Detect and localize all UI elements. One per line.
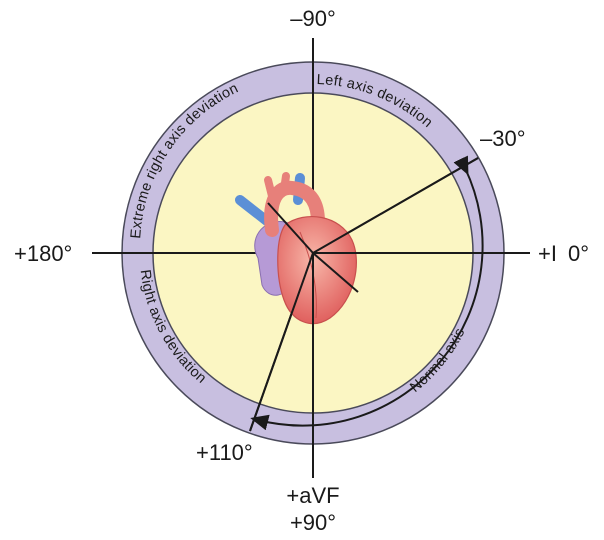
label-plus90: +90° [290,510,336,535]
label-plus-i: +I [538,241,557,266]
normal-axis-arrow [250,155,484,431]
label-plus110: +110° [196,440,253,465]
aortic-branch-shape [264,176,276,200]
label-avf: +aVF [286,483,339,508]
aortic-branch-shape [280,172,290,194]
label-plus180: +180° [14,241,72,266]
label-zero: 0° [568,241,589,266]
label-minus90: –90° [290,6,336,31]
label-minus30: –30° [480,126,526,151]
